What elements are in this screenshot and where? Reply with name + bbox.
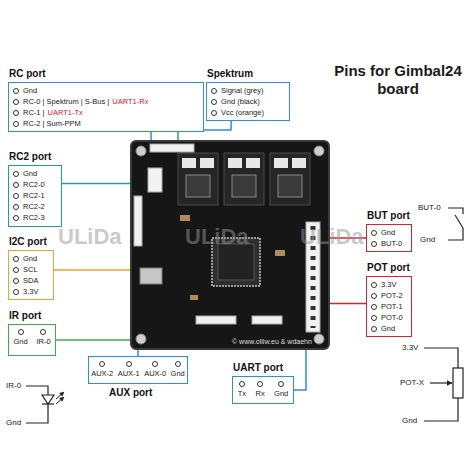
port-box: RC portGndRC-0 | Spektrum | S-Bus |UART1… bbox=[8, 82, 204, 132]
pin-label: AUX-0 bbox=[144, 361, 166, 378]
port-heading: AUX port bbox=[109, 387, 152, 398]
pin-label: Gnd bbox=[171, 361, 185, 378]
port-box: AUX portAUX-2AUX-1AUX-0Gnd bbox=[88, 356, 188, 384]
pin-label: 3.3V bbox=[371, 280, 396, 289]
pin-label: Gnd bbox=[13, 254, 37, 263]
port-heading: I2C port bbox=[9, 236, 47, 247]
switch-symbol bbox=[455, 215, 463, 228]
led-wire bbox=[26, 404, 48, 423]
port-heading: RC port bbox=[9, 68, 46, 79]
schematic-label: POT-X bbox=[400, 378, 424, 387]
schematic-label: 3.3V bbox=[402, 343, 418, 352]
board-credit: © www.olliw.eu & wdaehn bbox=[232, 338, 312, 345]
port-box: IR portGndIR-0 bbox=[8, 324, 56, 356]
pin-label: Gnd bbox=[13, 169, 37, 178]
pin-label: IR-0 bbox=[36, 329, 50, 346]
port-box: UART portTxRxGnd bbox=[232, 376, 294, 404]
pin-label: Gnd bbox=[13, 329, 27, 346]
led-symbol bbox=[42, 403, 54, 404]
pin-label: 3.3V bbox=[13, 287, 38, 296]
port-box: RC2 portGndRC2-0RC2-1RC2-2RC2-3 bbox=[8, 165, 62, 227]
led-symbol bbox=[42, 395, 54, 404]
pot-wire bbox=[424, 398, 458, 421]
port-heading: RC2 port bbox=[9, 151, 51, 162]
switch-wire bbox=[448, 208, 463, 214]
pin-label: RC-2 | Sum-PPM bbox=[13, 119, 81, 128]
switch-wire bbox=[448, 228, 463, 240]
pin-label: SDA bbox=[13, 276, 38, 285]
pin-label: UART1-Tx bbox=[48, 108, 83, 117]
pin-label: Tx bbox=[238, 381, 246, 398]
schematic-label: Gnd bbox=[402, 416, 417, 425]
pin-label: UART1-Rx bbox=[112, 97, 148, 106]
diagram-title: Pins for Gimbal24 board bbox=[330, 62, 466, 98]
pin-label: Gnd bbox=[371, 324, 395, 333]
leader-line bbox=[150, 132, 152, 140]
port-box: POT port3.3VPOT-2POT-1POT-0Gnd bbox=[366, 276, 412, 337]
port-box: BUT portGndBUT-0 bbox=[366, 224, 412, 252]
pin-label: Rx bbox=[255, 381, 264, 398]
port-heading: UART port bbox=[233, 362, 283, 373]
pin-label: RC-1 | bbox=[13, 108, 45, 117]
watermark: ULiDa bbox=[300, 224, 364, 250]
led-wire bbox=[26, 386, 48, 395]
leader-line bbox=[62, 183, 130, 185]
pin-label: Gnd bbox=[13, 86, 37, 95]
port-box: SpektrumSignal (grey)Gnd (black)Vcc (ora… bbox=[206, 82, 290, 121]
watermark: ULiDa bbox=[185, 224, 249, 250]
leader-line bbox=[330, 303, 366, 305]
pot-wiper bbox=[430, 382, 452, 383]
pin-label: AUX-1 bbox=[118, 361, 140, 378]
schematic-label: BUT-0 bbox=[418, 203, 441, 212]
resistor-symbol bbox=[453, 368, 463, 398]
pin-label: RC2-1 bbox=[13, 191, 45, 200]
emission-arrow bbox=[56, 397, 64, 404]
pin-label: AUX-2 bbox=[91, 361, 113, 378]
pin-label: RC2-3 bbox=[13, 213, 45, 222]
pin-label: RC-0 | Spektrum | S-Bus | bbox=[13, 97, 109, 106]
port-box: I2C portGndSCLSDA3.3V bbox=[8, 250, 54, 300]
schematic-label: Gnd bbox=[420, 235, 435, 244]
pin-label: Signal (grey) bbox=[211, 86, 264, 95]
leader-line bbox=[54, 269, 130, 271]
emission-arrow bbox=[56, 392, 64, 399]
pin-label: BUT-0 bbox=[371, 239, 402, 248]
pin-label: POT-0 bbox=[371, 313, 403, 322]
watermark: ULiDa bbox=[58, 224, 122, 250]
leader-line bbox=[294, 350, 306, 390]
schematic-label: Gnd bbox=[6, 418, 21, 427]
pin-label: Gnd bbox=[274, 381, 288, 398]
pin-label: RC2-2 bbox=[13, 202, 45, 211]
port-heading: Spektrum bbox=[207, 68, 253, 79]
port-heading: BUT port bbox=[367, 210, 410, 221]
pot-wire bbox=[424, 348, 458, 368]
pin-label: RC2-0 bbox=[13, 180, 45, 189]
leader-line bbox=[56, 339, 130, 341]
pin-label: Gnd bbox=[371, 228, 395, 237]
pin-label: Gnd (black) bbox=[211, 97, 260, 106]
port-heading: IR port bbox=[9, 310, 41, 321]
port-heading: POT port bbox=[367, 262, 410, 273]
pin-label: SCL bbox=[13, 265, 38, 274]
pin-label: POT-1 bbox=[371, 302, 403, 311]
pin-label: POT-2 bbox=[371, 291, 403, 300]
schematic-label: IR-0 bbox=[6, 381, 21, 390]
pin-label: Vcc (orange) bbox=[211, 108, 264, 117]
